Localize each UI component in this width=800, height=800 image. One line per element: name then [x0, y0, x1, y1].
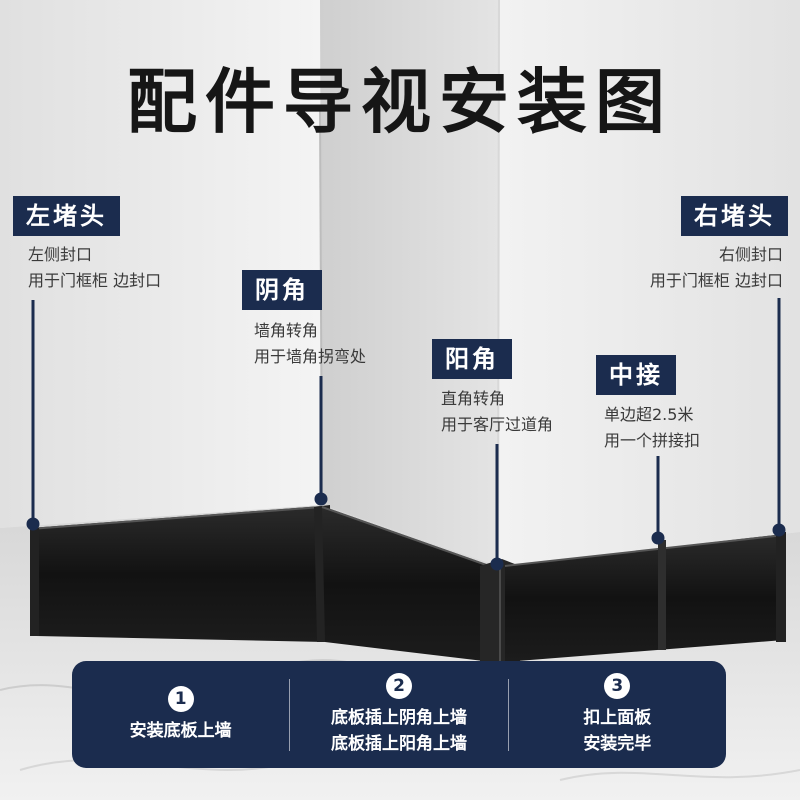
right-end-cap-description: 右侧封口 用于门框柜 边封口 [650, 242, 783, 294]
skirting-right-wall [505, 534, 784, 662]
right-end-cap [776, 532, 786, 642]
description-line: 右侧封口 [718, 245, 783, 264]
step-3: 3 扣上面板 安装完毕 [509, 672, 726, 757]
description-line: 单边超2.5米 [604, 405, 694, 424]
left-end-cap-label: 左堵头 [13, 196, 120, 236]
leader-dot-middle-joint [651, 531, 665, 545]
step-text: 安装完毕 [583, 733, 652, 754]
outer-corner-description: 直角转角 用于客厅过道角 [441, 386, 553, 438]
description-line: 用一个拼接扣 [604, 431, 701, 450]
leader-dot-inner-corner [314, 492, 328, 506]
middle-joint-piece [658, 540, 666, 650]
left-wall [0, 0, 322, 528]
skirting-top-edge [29, 506, 323, 530]
page-title: 配件导视安装图 [127, 61, 673, 143]
middle-joint-label: 中接 [596, 355, 676, 395]
inner-corner-description: 墙角转角 用于墙角拐弯处 [254, 318, 366, 370]
step-2: 2 底板插上阴角上墙 底板插上阳角上墙 [290, 672, 507, 757]
skirting-top-edge [321, 506, 493, 568]
skirting-left-wall [30, 506, 325, 642]
step-text: 安装底板上墙 [129, 720, 232, 741]
right-wall [498, 0, 800, 566]
skirting-top-edge [504, 534, 785, 567]
leader-dot-right-end [772, 523, 786, 537]
step-divider [289, 678, 291, 751]
step-text: 底板插上阳角上墙 [330, 733, 467, 754]
description-line: 用于门框柜 边封口 [649, 271, 783, 290]
step-text: 底板插上阴角上墙 [330, 707, 467, 728]
step-1: 1 安装底板上墙 [72, 685, 289, 744]
outer-corner-label: 阳角 [432, 339, 512, 379]
leader-dot-left-end [26, 517, 40, 531]
description-line: 用于门框柜 边封口 [28, 271, 162, 290]
step-text: 扣上面板 [583, 707, 652, 728]
step-divider [507, 678, 509, 751]
description-line: 用于客厅过道角 [441, 415, 554, 434]
right-end-cap-label: 右堵头 [681, 196, 788, 236]
step-number-badge: 2 [385, 672, 412, 699]
skirting-middle-wall [322, 506, 492, 662]
left-end-cap [30, 528, 39, 636]
middle-joint-description: 单边超2.5米 用一个拼接扣 [604, 402, 700, 454]
leader-lines [26, 298, 786, 571]
step-number-badge: 1 [167, 685, 194, 712]
left-end-cap-description: 左侧封口 用于门框柜 边封口 [28, 242, 161, 294]
description-line: 用于墙角拐弯处 [254, 347, 367, 366]
middle-wall [320, 0, 500, 566]
step-number-badge: 3 [604, 672, 631, 699]
installation-steps-panel: 1 安装底板上墙 2 底板插上阴角上墙 底板插上阳角上墙 3 扣上面板 安装完毕 [72, 661, 726, 768]
description-line: 直角转角 [441, 389, 506, 408]
inner-corner-label: 阴角 [242, 270, 322, 310]
description-line: 左侧封口 [28, 245, 93, 264]
description-line: 墙角转角 [254, 321, 319, 340]
leader-dot-outer-corner [490, 557, 504, 571]
marble-vein [559, 769, 800, 781]
